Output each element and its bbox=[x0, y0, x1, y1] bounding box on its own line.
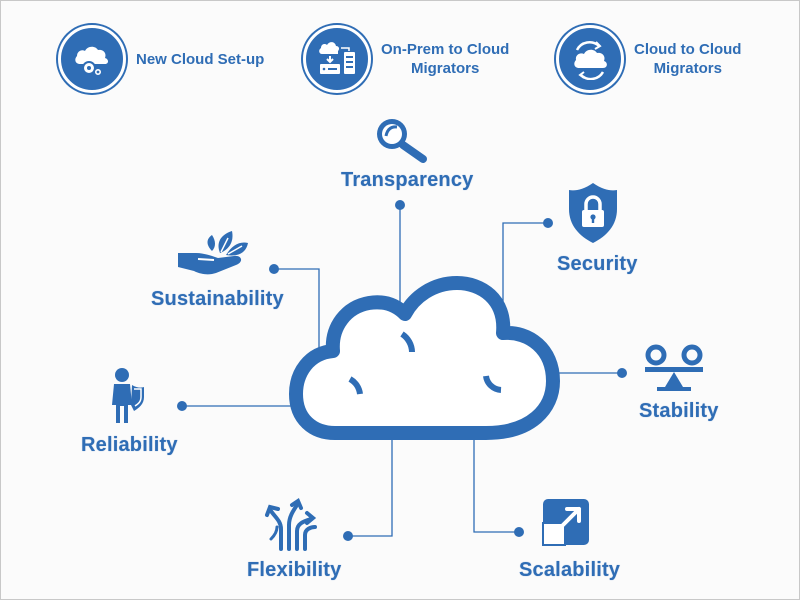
label-sustainability: Sustainability bbox=[151, 288, 284, 310]
cloud-icon bbox=[289, 276, 560, 440]
connector-flexibility bbox=[348, 438, 393, 537]
hand-leaves-icon bbox=[178, 231, 248, 275]
dot-transparency bbox=[395, 200, 405, 210]
label-reliability: Reliability bbox=[81, 434, 178, 456]
dot-sustainability bbox=[269, 264, 279, 274]
person-shield-icon bbox=[112, 368, 144, 423]
label-scalability: Scalability bbox=[519, 559, 621, 581]
connector-scalability bbox=[473, 438, 518, 533]
service-label: On-Prem to Cloud Migrators bbox=[381, 41, 510, 77]
connector-security bbox=[502, 222, 547, 309]
label-stability: Stability bbox=[639, 400, 719, 422]
dot-scalability bbox=[514, 527, 524, 537]
connector-sustainability bbox=[274, 268, 320, 356]
balance-seesaw-icon bbox=[645, 344, 703, 391]
service-label: New Cloud Set-up bbox=[136, 50, 265, 68]
label-flexibility: Flexibility bbox=[247, 559, 342, 581]
service-on-prem-to-cloud: On-Prem to Cloud Migrators bbox=[303, 24, 509, 94]
connectors bbox=[182, 206, 621, 537]
dot-reliability bbox=[177, 401, 187, 411]
service-new-cloud-setup: New Cloud Set-up bbox=[58, 24, 264, 94]
cloud-gears-icon bbox=[58, 25, 126, 93]
dot-security bbox=[543, 218, 553, 228]
service-cloud-to-cloud: Cloud to Cloud Migrators bbox=[556, 24, 741, 94]
magnifier-icon bbox=[377, 119, 427, 163]
label-transparency: Transparency bbox=[341, 169, 474, 191]
service-label: Cloud to Cloud Migrators bbox=[634, 41, 742, 77]
label-security: Security bbox=[557, 253, 638, 275]
expand-arrow-icon bbox=[542, 499, 589, 546]
connector-dots bbox=[177, 200, 627, 541]
shield-lock-icon bbox=[569, 183, 617, 243]
server-to-cloud-icon bbox=[303, 25, 371, 93]
dot-stability bbox=[617, 368, 627, 378]
branching-arrows-icon bbox=[265, 498, 317, 551]
dot-flexibility bbox=[343, 531, 353, 541]
cloud-sync-icon bbox=[556, 25, 624, 93]
